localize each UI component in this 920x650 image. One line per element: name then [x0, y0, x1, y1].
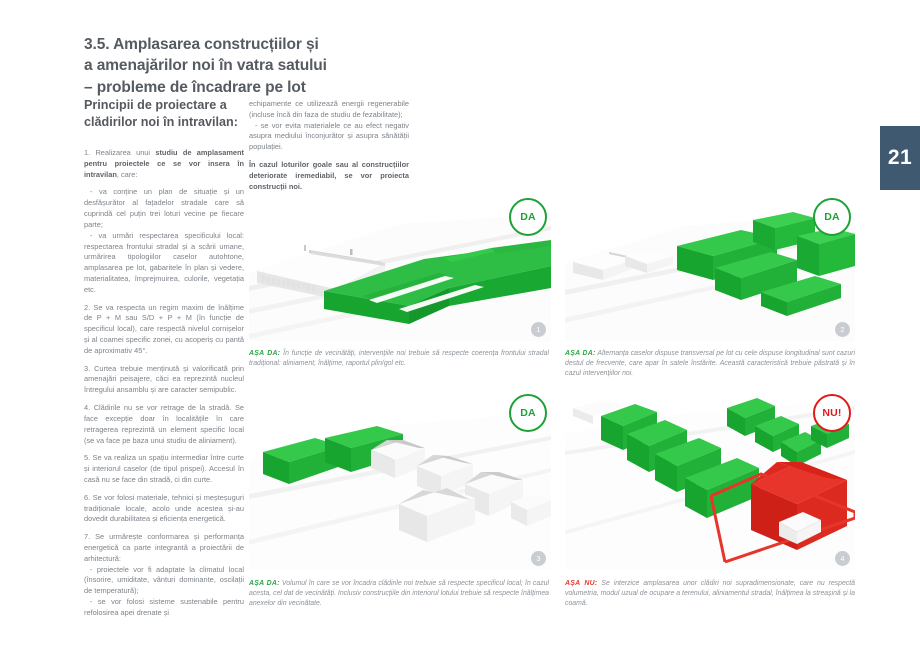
figure-1: DA 1 — [249, 196, 551, 341]
paragraph-1-bullet-1: - va conține un plan de situație și un d… — [84, 187, 244, 229]
mid-paragraph-2: - se vor evita materialele ce au efect n… — [249, 120, 409, 152]
text-column-middle: echipamente ce utilizează energii regene… — [249, 99, 409, 200]
paragraph-4: 4. Clădirile nu se vor retrage de la str… — [84, 403, 244, 445]
figure-2-illustration — [565, 196, 855, 341]
figure-4: NU! 4 — [565, 392, 855, 570]
figure-1-illustration — [249, 196, 551, 341]
figure-2: DA 2 — [565, 196, 855, 341]
paragraph-7-bullet-2: - se vor folosi sisteme sustenabile pent… — [84, 597, 244, 617]
isometric-site-drawing-3 — [249, 412, 551, 570]
paragraph-7-bullet-1: - proiectele vor fi adaptate la climatul… — [84, 564, 244, 596]
figure-4-caption: AȘA NU: Se interzice amplasarea unor clă… — [565, 579, 855, 609]
chapter-title-line-1: 3.5. Amplasarea construcțiilor și — [84, 36, 319, 53]
figure-1-verdict-badge: DA — [509, 198, 547, 236]
figure-1-caption-text: În funcție de vecinătăți, intervențiile … — [249, 350, 549, 367]
figure-2-caption-tag: AȘA DA: — [565, 350, 596, 357]
paragraph-1-bullet-2: - va urmări respectarea specificului loc… — [84, 230, 244, 294]
figure-4-caption-tag: AȘA NU: — [565, 580, 598, 587]
figure-2-number: 2 — [835, 322, 850, 337]
paragraph-6: 6. Se vor folosi materiale, tehnici și m… — [84, 492, 244, 524]
figure-4-caption-text: Se interzice amplasarea unor clădiri noi… — [565, 580, 855, 607]
figure-3-verdict-badge: DA — [509, 394, 547, 432]
figure-3-illustration — [249, 392, 551, 570]
figure-1-caption: AȘA DA: În funcție de vecinătăți, interv… — [249, 349, 549, 369]
figure-2-caption: AȘA DA: Alternanța caselor dispuse trans… — [565, 349, 855, 379]
paragraph-1: 1. Realizarea unui studiu de amplasament… — [84, 148, 244, 180]
callout-text: În cazul loturilor goale sau al construc… — [249, 160, 409, 191]
figure-3-caption-text: Volumul în care se vor încadra clădirile… — [249, 580, 549, 607]
paragraph-3: 3. Curtea trebuie menținută și valorific… — [84, 363, 244, 395]
figure-3-number: 3 — [531, 551, 546, 566]
figure-1-number: 1 — [531, 322, 546, 337]
chapter-title-line-3: – probleme de încadrare pe lot — [84, 78, 306, 96]
mid-paragraph-1: echipamente ce utilizează energii regene… — [249, 99, 409, 119]
section-subtitle: Principii de proiectare a clădirilor noi… — [84, 98, 238, 129]
figure-4-number: 4 — [835, 551, 850, 566]
page-number-label: 21 — [887, 146, 913, 169]
chapter-title-line-2: a amenajărilor noi în vatra satului — [84, 57, 327, 75]
isometric-site-drawing-4 — [565, 398, 855, 570]
figure-2-caption-text: Alternanța caselor dispuse transversal p… — [565, 350, 855, 377]
isometric-site-drawing-1 — [249, 214, 551, 341]
chapter-title: 3.5. Amplasarea construcțiilor și a amen… — [84, 34, 404, 98]
figure-4-illustration — [565, 392, 855, 570]
figure-1-caption-tag: AȘA DA: — [249, 350, 281, 357]
figure-2-verdict-badge: DA — [813, 198, 851, 236]
paragraph-1-emphasis: studiu de amplasament pentru proiectele … — [84, 148, 244, 179]
paragraph-1-part-c: , care: — [116, 169, 138, 179]
paragraph-7: 7. Se urmărește conformarea și performan… — [84, 532, 244, 563]
paragraph-2: 2. Se va respecta un regim maxim de înăl… — [84, 302, 244, 355]
isometric-site-drawing-2 — [565, 212, 855, 341]
paragraph-1-part-a: 1. Realizarea unui — [84, 148, 156, 157]
figure-4-verdict-badge: NU! — [813, 394, 851, 432]
figure-3-caption: AȘA DA: Volumul în care se vor încadra c… — [249, 579, 549, 609]
text-column-left: 1. Realizarea unui studiu de amplasament… — [84, 148, 244, 626]
figure-3-caption-tag: AȘA DA: — [249, 580, 280, 587]
paragraph-5: 5. Se va realiza un spațiu intermediar î… — [84, 453, 244, 484]
page-number-badge: 21 — [880, 126, 920, 190]
figure-3: DA 3 — [249, 392, 551, 570]
